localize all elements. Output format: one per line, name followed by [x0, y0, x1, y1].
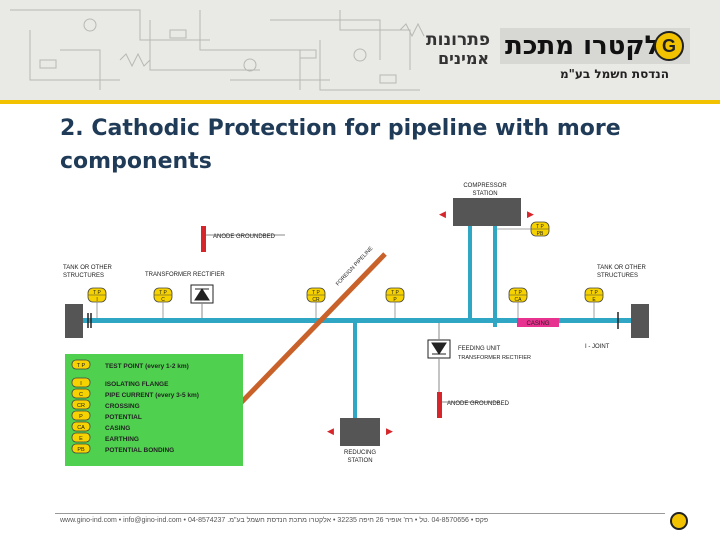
- tp-bottom-text: CR: [312, 297, 320, 303]
- test-point-ca: T P CA: [508, 287, 528, 303]
- legend-code: I: [80, 381, 82, 387]
- company-logo-icon: G: [654, 31, 684, 61]
- tp-top-text: T P: [514, 290, 522, 296]
- tp-top-text: T P: [159, 290, 167, 296]
- header-accent-line: [0, 100, 720, 104]
- tank-right-label-1: TANK OR OTHER: [597, 265, 647, 271]
- casing-sleeve: [517, 318, 559, 327]
- page-title: 2. Cathodic Protection for pipeline with…: [60, 116, 621, 174]
- transformer-rectifier-label: TRANSFORMER RECTIFIER: [145, 272, 225, 278]
- tank-left: [65, 304, 83, 338]
- test-point-c: T P C: [153, 287, 173, 303]
- tp-top-text: T P: [590, 290, 598, 296]
- diode-icon: [194, 288, 210, 301]
- tp-bottom-text: C: [161, 297, 165, 303]
- feeding-unit-label-2: TRANSFORMER RECTIFIER: [458, 355, 531, 361]
- legend-text: POTENTIAL: [105, 414, 142, 421]
- tank-right: [631, 304, 649, 338]
- casing-label: CASING: [526, 321, 549, 327]
- legend-item: T P TEST POINT (every 1-2 km): [71, 359, 189, 370]
- footer-logo-icon: [670, 512, 688, 530]
- legend-item: PB POTENTIAL BONDING: [71, 443, 174, 454]
- tank-left-label-1: TANK OR OTHER: [63, 265, 113, 271]
- legend-code: CA: [77, 425, 85, 431]
- test-point-i: T P I: [87, 287, 107, 303]
- test-point-p: T P P: [385, 287, 405, 303]
- anode-groundbed-bottom: [437, 392, 442, 418]
- logo-subtitle: הנדסת חשמל בע"מ: [560, 67, 669, 81]
- legend-item: E EARTHING: [71, 432, 139, 443]
- arrow-left-icon: ◀: [327, 426, 334, 436]
- tp-top-text: T P: [391, 290, 399, 296]
- reducing-station: [340, 418, 380, 446]
- legend-box: [65, 354, 243, 466]
- legend-item: CR CROSSING: [71, 399, 140, 410]
- tp-top-text: T P: [312, 290, 320, 296]
- logo-tagline-2: אמינים: [438, 49, 490, 68]
- cathodic-protection-diagram: COMPRESSOR STATION ◀ ▶ REDUCING STATION …: [63, 183, 649, 466]
- legend-text: TEST POINT (every 1-2 km): [105, 363, 189, 370]
- legend-code: C: [79, 392, 83, 398]
- tp-bottom-text: P: [393, 297, 397, 303]
- arrow-right-icon: ▶: [527, 209, 534, 219]
- legend-text: CROSSING: [105, 403, 140, 410]
- legend-item: P POTENTIAL: [71, 410, 142, 421]
- compressor-return-pipe: [493, 223, 497, 327]
- compressor-label-1: COMPRESSOR: [463, 183, 507, 189]
- reducing-branch-pipe: [353, 323, 357, 418]
- anode-bottom-label: ANODE GROUNDBED: [447, 401, 510, 407]
- main-pipeline: [83, 318, 643, 323]
- tp-bottom-text: I: [96, 297, 97, 303]
- compressor-station: [453, 198, 521, 226]
- compressor-label-2: STATION: [472, 191, 497, 197]
- legend-text: POTENTIAL BONDING: [105, 447, 174, 454]
- legend-code: P: [79, 414, 83, 420]
- diode-icon: [431, 342, 447, 355]
- footer-divider: [55, 513, 665, 514]
- tp-top-text: T P: [93, 290, 101, 296]
- circuit-sketch-background: [10, 9, 425, 91]
- test-point-cr: T P CR: [306, 287, 326, 303]
- arrow-right-icon: ▶: [386, 426, 393, 436]
- tank-left-label-2: STRUCTURES: [63, 273, 104, 279]
- foreign-pipeline-label: FOREIGN PIPELINE: [335, 245, 375, 287]
- legend-text: PIPE CURRENT (every 3-5 km): [105, 392, 199, 399]
- logo-tagline-1: פתרונות: [426, 30, 491, 50]
- legend-text: EARTHING: [105, 436, 139, 443]
- legend-code: E: [79, 436, 83, 442]
- reducing-label-2: STATION: [347, 458, 372, 464]
- tp-bottom-text: CA: [515, 297, 523, 303]
- test-point-e: T P E: [584, 287, 604, 303]
- ijoint-label: I - JOINT: [585, 344, 610, 350]
- reducing-label-1: REDUCING: [344, 450, 376, 456]
- legend-text: ISOLATING FLANGE: [105, 381, 169, 388]
- tp-bottom-text: PB: [537, 231, 544, 237]
- legend-item: CA CASING: [71, 421, 130, 432]
- legend-item: C PIPE CURRENT (every 3-5 km): [71, 388, 199, 399]
- legend-item: I ISOLATING FLANGE: [71, 377, 169, 388]
- arrow-left-icon: ◀: [439, 209, 446, 219]
- legend-code: PB: [77, 447, 85, 453]
- footer-contact: www.gino-ind.com • info@gino-ind.com • 0…: [60, 517, 489, 524]
- test-point-leads: [96, 228, 595, 318]
- legend-text: CASING: [105, 425, 130, 432]
- legend-code: CR: [77, 403, 85, 409]
- company-logo-text: אלקטרו מתכת: [505, 31, 680, 61]
- tank-right-label-2: STRUCTURES: [597, 273, 638, 279]
- anode-groundbed-top: [201, 226, 206, 252]
- feeding-unit-label-1: FEEDING UNIT: [458, 346, 501, 352]
- compressor-branch-pipe: [468, 223, 472, 323]
- tp-bottom-text: E: [592, 297, 596, 303]
- test-point-pb: T P PB: [530, 221, 550, 237]
- anode-top-label: ANODE GROUNDBED: [213, 234, 276, 240]
- legend-code: T P: [77, 363, 86, 369]
- tp-top-text: T P: [536, 224, 544, 230]
